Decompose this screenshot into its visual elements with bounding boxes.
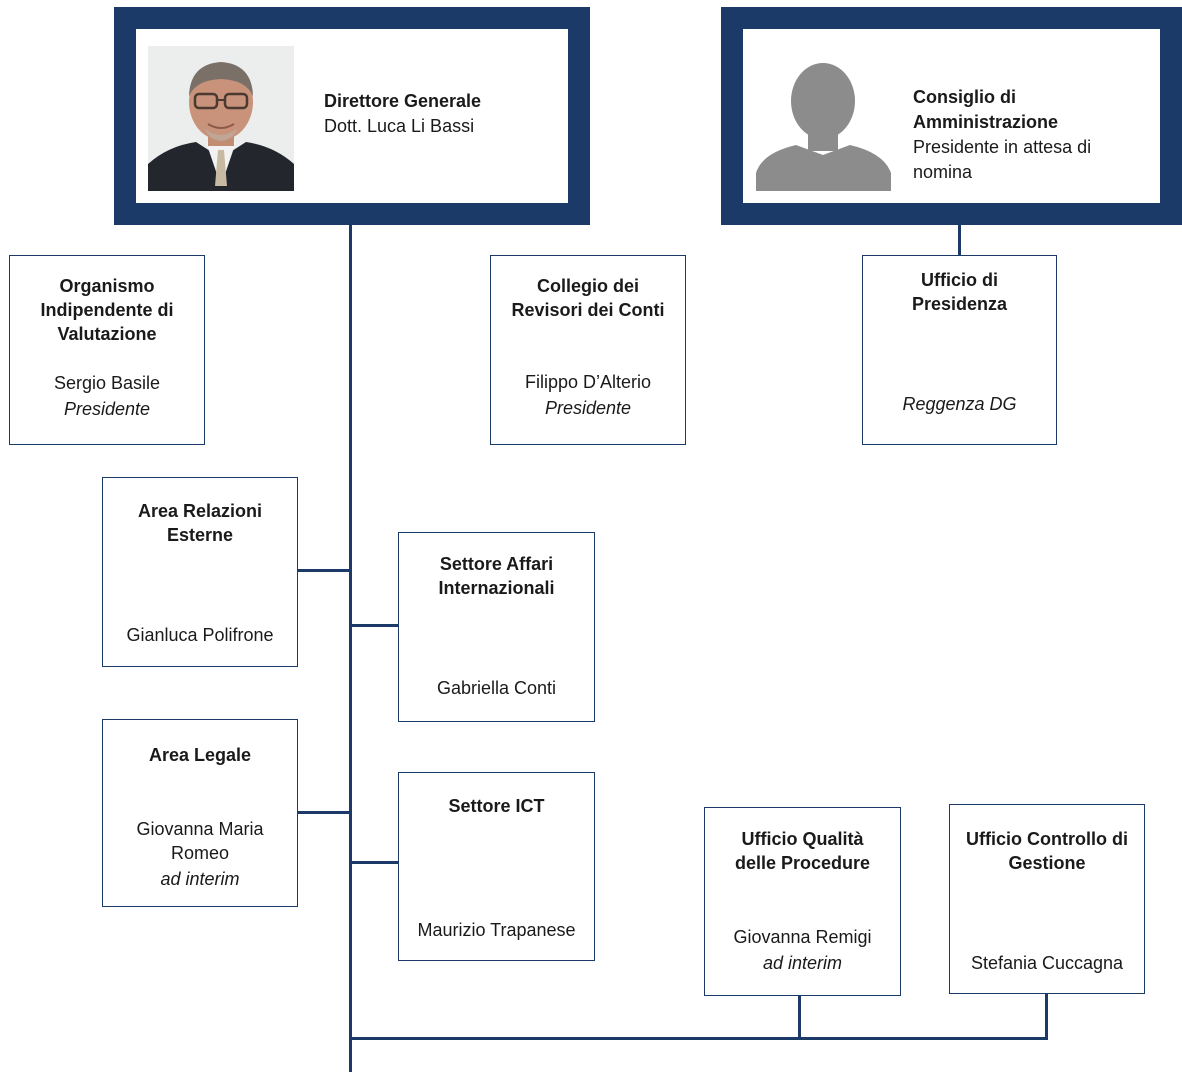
director-photo: [148, 46, 294, 191]
relazioni-title: Area Relazioni Esterne: [137, 501, 263, 545]
legale-name: Giovanna Maria Romeo: [136, 819, 264, 863]
bottom-horizontal-connector: [351, 1037, 1048, 1040]
legale-box: Area Legale Giovanna Maria Romeo ad inte…: [102, 719, 298, 907]
oiv-name: Sergio Basile: [53, 373, 161, 393]
collegio-title: Collegio dei Revisori dei Conti: [511, 276, 665, 320]
director-name: Dott. Luca Li Bassi: [324, 116, 475, 136]
relazioni-connector: [297, 569, 351, 572]
oiv-title: Organismo Indipendente di Valutazione: [40, 276, 174, 344]
legale-connector: [297, 811, 351, 814]
ict-title: Settore ICT: [448, 796, 545, 816]
qualita-box: Ufficio Qualità delle Procedure Giovanna…: [704, 807, 901, 996]
director-text: Direttore Generale Dott. Luca Li Bassi: [324, 89, 584, 139]
director-title: Direttore Generale: [324, 91, 482, 111]
board-box: Consiglio di Amministrazione Presidente …: [721, 7, 1182, 225]
presidenza-role: Reggenza DG: [902, 394, 1017, 414]
affari-box: Settore Affari Internazionali Gabriella …: [398, 532, 595, 722]
ict-name: Maurizio Trapanese: [417, 920, 576, 940]
controllo-title: Ufficio Controllo di Gestione: [966, 829, 1128, 873]
controllo-name: Stefania Cuccagna: [970, 953, 1124, 973]
ict-connector: [351, 861, 399, 864]
qualita-connector: [798, 995, 801, 1039]
legale-role: ad interim: [160, 869, 240, 889]
oiv-box: Organismo Indipendente di Valutazione Se…: [9, 255, 205, 445]
presidenza-title: Ufficio di Presidenza: [911, 270, 1008, 314]
board-subtitle-line1: Presidente in attesa di: [913, 137, 1092, 157]
affari-name: Gabriella Conti: [436, 678, 557, 698]
board-subtitle-line2: nomina: [913, 162, 973, 182]
board-title-line2: Amministrazione: [913, 112, 1059, 132]
legale-title: Area Legale: [148, 745, 252, 765]
main-vertical-connector: [349, 222, 352, 1072]
presidenza-box: Ufficio di Presidenza Reggenza DG: [862, 255, 1057, 445]
controllo-connector: [1045, 993, 1048, 1039]
board-text: Consiglio di Amministrazione Presidente …: [913, 85, 1143, 185]
director-box: Direttore Generale Dott. Luca Li Bassi: [114, 7, 590, 225]
affari-connector: [351, 624, 399, 627]
qualita-name: Giovanna Remigi: [733, 927, 872, 947]
board-title-line1: Consiglio di: [913, 87, 1016, 107]
qualita-role: ad interim: [762, 953, 843, 973]
qualita-title: Ufficio Qualità delle Procedure: [734, 829, 871, 873]
collegio-box: Collegio dei Revisori dei Conti Filippo …: [490, 255, 686, 445]
relazioni-name: Gianluca Polifrone: [126, 625, 274, 645]
collegio-role: Presidente: [544, 398, 632, 418]
ict-box: Settore ICT Maurizio Trapanese: [398, 772, 595, 961]
oiv-role: Presidente: [63, 399, 151, 419]
relazioni-box: Area Relazioni Esterne Gianluca Polifron…: [102, 477, 298, 667]
affari-title: Settore Affari Internazionali: [438, 554, 555, 598]
controllo-box: Ufficio Controllo di Gestione Stefania C…: [949, 804, 1145, 994]
collegio-name: Filippo D’Alterio: [524, 372, 652, 392]
board-connector: [958, 222, 961, 256]
silhouette-icon: [756, 61, 891, 191]
